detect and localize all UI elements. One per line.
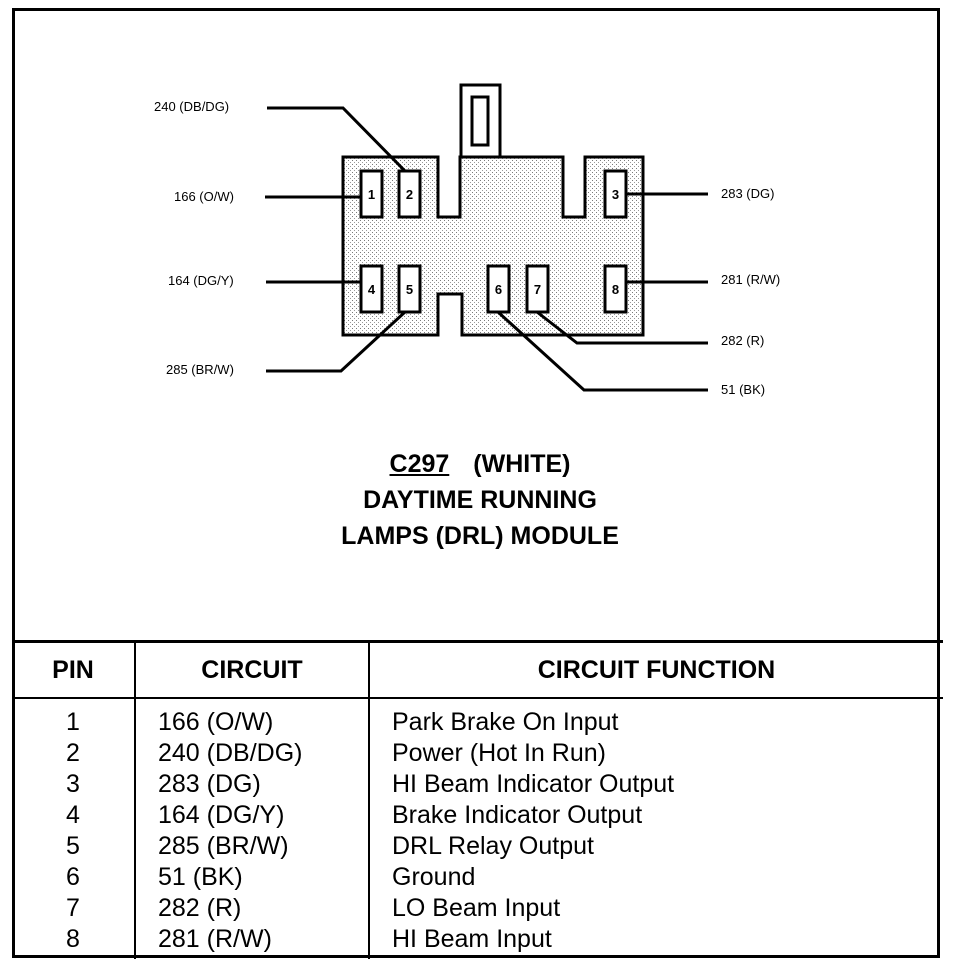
leader-line-pin-7 — [536, 310, 708, 345]
cell-pin: 1 — [12, 698, 136, 738]
connector-drawing: 1 2 3 4 5 6 7 8 — [265, 83, 708, 392]
cell-function: HI Beam Indicator Output — [392, 770, 675, 798]
cell-pin: 6 — [12, 862, 136, 893]
cell-function: Ground — [392, 863, 476, 891]
table-row: 2 240 (DB/DG) Power (Hot In Run) — [12, 738, 943, 769]
header-circuit-function: CIRCUIT FUNCTION — [369, 640, 943, 699]
pin-number-3: 3 — [612, 187, 619, 202]
wire-label-pin-5: 285 (BR/W) — [166, 362, 234, 377]
cell-function: Power (Hot In Run) — [392, 739, 606, 767]
connector-id: C297 — [389, 450, 450, 478]
table-row: 1 166 (O/W) Park Brake On Input — [12, 698, 943, 738]
wire-label-pin-7: 282 (R) — [721, 333, 765, 348]
connector-color: (WHITE) — [473, 450, 571, 478]
cell-function: DRL Relay Output — [392, 832, 594, 860]
pin-number-6: 6 — [495, 282, 502, 297]
wire-label-pin-6: 51 (BK) — [721, 382, 766, 397]
table-header-row: PIN CIRCUIT CIRCUIT FUNCTION — [12, 640, 943, 699]
header-circuit: CIRCUIT — [135, 640, 370, 699]
cell-pin: 3 — [12, 769, 136, 800]
pin-cavity-2 — [397, 169, 422, 219]
cell-function: Brake Indicator Output — [392, 801, 643, 829]
pin-number-5: 5 — [406, 282, 413, 297]
pin-function-table: PIN CIRCUIT CIRCUIT FUNCTION 1 166 (O/W)… — [12, 640, 943, 959]
cell-circuit: 282 (R) — [135, 893, 370, 924]
pin-cavity-1 — [359, 169, 384, 219]
cell-circuit: 285 (BR/W) — [135, 831, 370, 862]
wire-label-pin-4: 164 (DG/Y) — [168, 273, 234, 288]
connector-title-line-1: C297 (WHITE) — [0, 446, 960, 482]
connector-diagram: 1 2 3 4 5 6 7 8 240 (DB/DG) 166 (O/W) 28… — [0, 83, 960, 554]
wire-label-pin-3: 283 (DG) — [721, 186, 775, 201]
cell-pin: 2 — [12, 738, 136, 769]
connector-title: C297 (WHITE) DAYTIME RUNNING LAMPS (DRL) … — [0, 446, 960, 554]
wire-label-pin-8: 281 (R/W) — [721, 272, 781, 287]
pin-number-4: 4 — [368, 282, 376, 297]
cell-circuit: 166 (O/W) — [135, 698, 370, 738]
wire-label-pin-2: 240 (DB/DG) — [154, 99, 230, 114]
diagram-frame — [12, 8, 940, 958]
leader-line-pin-2 — [267, 106, 407, 173]
cell-circuit: 164 (DG/Y) — [135, 800, 370, 831]
cell-pin: 8 — [12, 924, 136, 959]
table-row: 3 283 (DG) HI Beam Indicator Output — [12, 769, 943, 800]
cell-pin: 7 — [12, 893, 136, 924]
pin-cavity-5 — [397, 264, 422, 314]
header-pin: PIN — [12, 640, 136, 699]
pin-cavity-4 — [359, 264, 384, 314]
cell-circuit: 281 (R/W) — [135, 924, 370, 959]
table-row: 6 51 (BK) Ground — [12, 862, 943, 893]
cell-pin: 4 — [12, 800, 136, 831]
table-row: 4 164 (DG/Y) Brake Indicator Output — [12, 800, 943, 831]
table-row: 8 281 (R/W) HI Beam Input — [12, 924, 943, 959]
cell-circuit: 240 (DB/DG) — [135, 738, 370, 769]
cell-circuit: 283 (DG) — [135, 769, 370, 800]
connector-latch-slot — [470, 95, 490, 147]
table-row: 5 285 (BR/W) DRL Relay Output — [12, 831, 943, 862]
pin-number-2: 2 — [406, 187, 413, 202]
cell-circuit: 51 (BK) — [135, 862, 370, 893]
wire-label-pin-1: 166 (O/W) — [174, 189, 234, 204]
pin-number-1: 1 — [368, 187, 375, 202]
pin-cavity-8 — [603, 264, 628, 314]
cell-pin: 5 — [12, 831, 136, 862]
cell-function: LO Beam Input — [392, 894, 561, 922]
pin-number-7: 7 — [534, 282, 541, 297]
cell-function: HI Beam Input — [392, 925, 552, 953]
connector-name-line-2: LAMPS (DRL) MODULE — [341, 522, 619, 550]
pin-number-8: 8 — [612, 282, 619, 297]
leader-line-pin-6 — [496, 310, 708, 392]
connector-name-line-1: DAYTIME RUNNING — [363, 486, 597, 514]
leader-line-pin-5 — [266, 310, 407, 373]
cell-function: Park Brake On Input — [392, 708, 619, 736]
table-row: 7 282 (R) LO Beam Input — [12, 893, 943, 924]
